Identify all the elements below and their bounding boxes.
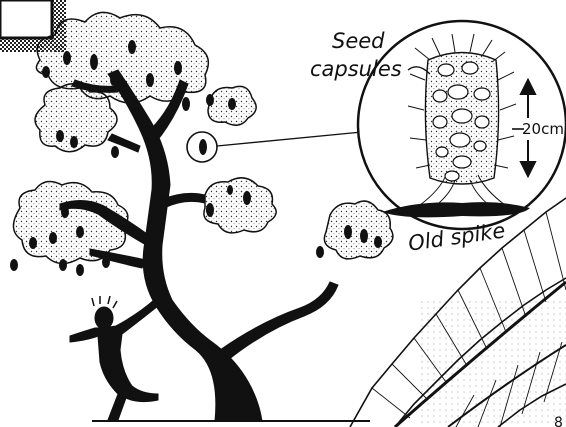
seed-label-line2: capsules bbox=[310, 57, 402, 81]
size-label: 20cm bbox=[522, 120, 564, 138]
old-spike-label: Old spike bbox=[407, 218, 507, 255]
corner-number: 8 bbox=[554, 415, 563, 427]
seed-label-line1: Seed bbox=[332, 29, 385, 53]
person-silhouette bbox=[70, 296, 158, 420]
callout-marker bbox=[187, 132, 362, 162]
